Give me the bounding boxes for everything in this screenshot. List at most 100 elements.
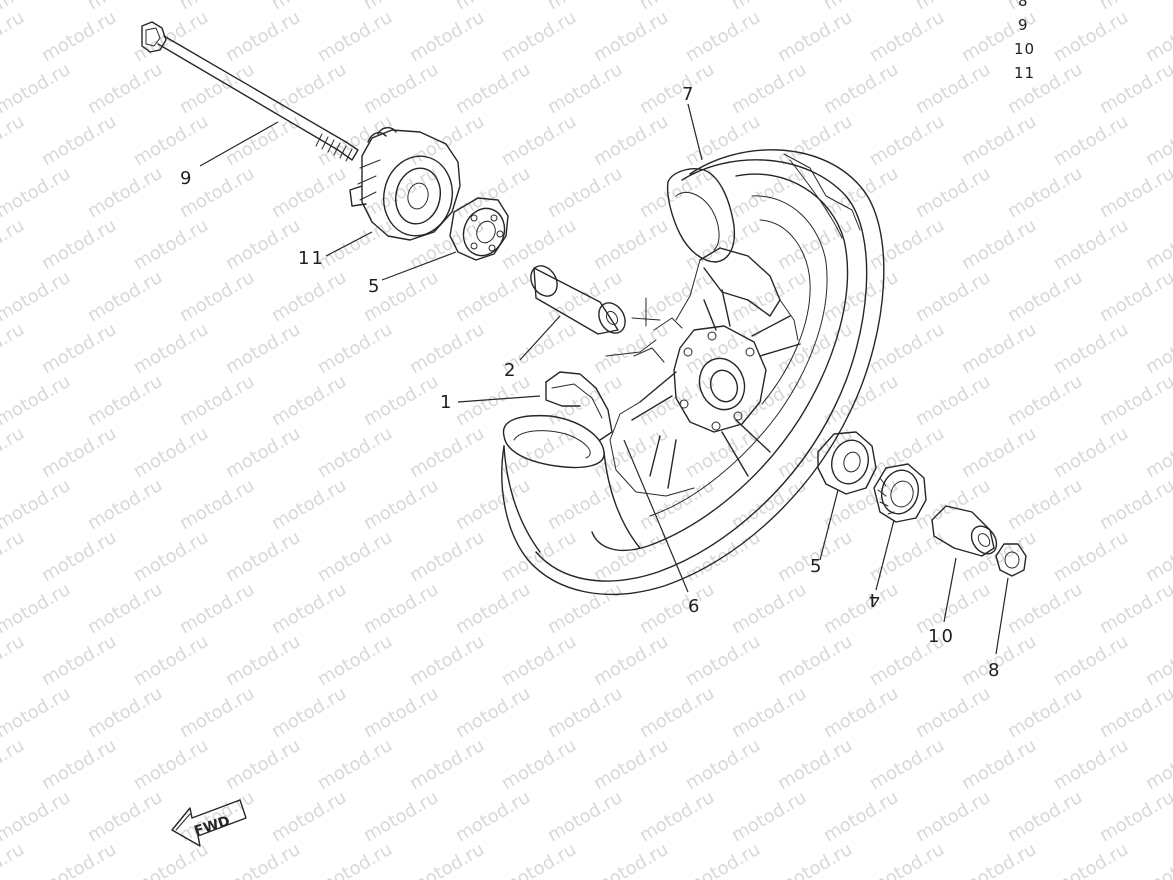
watermark-text: motod.ru: [130, 735, 212, 794]
wheel-rim: [501, 149, 885, 596]
watermark-text: motod.ru: [38, 423, 120, 482]
watermark-text: motod.ru: [314, 735, 396, 794]
part-label-2: 2: [504, 360, 517, 381]
watermark-text: motod.ru: [1050, 111, 1132, 170]
watermark-text: motod.ru: [0, 59, 74, 118]
part-label-10: 10: [928, 626, 955, 647]
watermark-text: motod.ru: [1004, 267, 1086, 326]
watermark-text: motod.ru: [1050, 423, 1132, 482]
watermark-text: motod.ru: [590, 631, 672, 690]
watermark-text: motod.ru: [314, 631, 396, 690]
watermark-text: motod.ru: [0, 475, 74, 534]
watermark-text: motod.ru: [176, 475, 258, 534]
watermark-text: motod.ru: [0, 579, 74, 638]
watermark-text: motod.ru: [1142, 839, 1173, 880]
watermark-text: motod.ru: [820, 267, 902, 326]
part-label-8: 8: [988, 660, 1001, 681]
watermark-text: motod.ru: [38, 111, 120, 170]
watermark-text: motod.ru: [222, 735, 304, 794]
watermark-text: motod.ru: [912, 371, 994, 430]
watermark-text: motod.ru: [590, 839, 672, 880]
watermark-text: motod.ru: [0, 371, 74, 430]
watermark-text: motod.ru: [130, 631, 212, 690]
watermark-text: motod.ru: [636, 163, 718, 222]
watermark-text: motod.ru: [498, 423, 580, 482]
watermark-text: motod.ru: [544, 475, 626, 534]
watermark-text: motod.ru: [84, 163, 166, 222]
watermark-text: motod.ru: [682, 735, 764, 794]
watermark-text: motod.ru: [958, 111, 1040, 170]
part-label-5-upper: 5: [368, 276, 381, 297]
watermark-text: motod.ru: [314, 215, 396, 274]
watermark-text: motod.ru: [958, 215, 1040, 274]
watermark-text: motod.ru: [682, 215, 764, 274]
watermark-text: motod.ru: [176, 0, 258, 14]
watermark-text: motod.ru: [1004, 163, 1086, 222]
watermark-text: motod.ru: [498, 111, 580, 170]
watermark-text: motod.ru: [360, 683, 442, 742]
watermark-text: motod.ru: [498, 839, 580, 880]
legend: 8 9 10 11: [1014, 0, 1035, 82]
watermark-text: motod.ru: [590, 215, 672, 274]
part-label-1: 1: [440, 392, 453, 413]
watermark-text: motod.ru: [866, 735, 948, 794]
legend-entry-11: 11: [1014, 64, 1035, 82]
watermark-text: motod.ru: [452, 475, 534, 534]
watermark-text: motod.ru: [682, 839, 764, 880]
watermark-text: motod.ru: [0, 423, 28, 482]
watermark-text: motod.ru: [728, 59, 810, 118]
watermark-text: motod.ru: [1096, 163, 1173, 222]
watermark-text: motod.ru: [452, 163, 534, 222]
watermark-text: motod.ru: [0, 267, 74, 326]
watermark-text: motod.ru: [1142, 7, 1173, 66]
watermark-text: motod.ru: [590, 735, 672, 794]
watermark-text: motod.ru: [268, 475, 350, 534]
watermark-text: motod.ru: [682, 111, 764, 170]
watermark-text: motod.ru: [866, 7, 948, 66]
watermark-text: motod.ru: [314, 319, 396, 378]
watermark-text: motod.ru: [130, 215, 212, 274]
watermark-text: motod.ru: [1142, 215, 1173, 274]
watermark-text: motod.ru: [866, 111, 948, 170]
watermark-text: motod.ru: [0, 631, 28, 690]
watermark-text: motod.ru: [314, 423, 396, 482]
part-label-6: 6: [688, 596, 701, 617]
watermark-text: motod.ru: [1050, 527, 1132, 586]
watermark-text: motod.ru: [1142, 319, 1173, 378]
watermark-text: motod.ru: [268, 0, 350, 14]
watermark-text: motod.ru: [268, 579, 350, 638]
watermark-text: motod.ru: [406, 111, 488, 170]
watermark-text: motod.ru: [866, 839, 948, 880]
watermark-text: motod.ru: [360, 579, 442, 638]
watermark-text: motod.ru: [820, 371, 902, 430]
watermark-text: motod.ru: [222, 215, 304, 274]
watermark-text: motod.ru: [176, 579, 258, 638]
watermark-text: motod.ru: [406, 839, 488, 880]
watermark-text: motod.ru: [268, 683, 350, 742]
watermark-text: motod.ru: [728, 163, 810, 222]
watermark-text: motod.ru: [84, 0, 166, 14]
bearing-upper: [449, 197, 509, 261]
watermark-text: motod.ru: [1096, 371, 1173, 430]
watermark-text: motod.ru: [452, 371, 534, 430]
watermark-text: motod.ru: [38, 839, 120, 880]
watermark-text: motod.ru: [222, 319, 304, 378]
part-labels: 1 2 4 5 5 6 7 8 9 10 11: [180, 84, 1001, 681]
watermark-text: motod.ru: [1142, 423, 1173, 482]
watermark-text: motod.ru: [84, 475, 166, 534]
watermark-text: motod.ru: [1142, 735, 1173, 794]
watermark-text: motod.ru: [1004, 475, 1086, 534]
watermark-text: motod.ru: [222, 7, 304, 66]
watermark-text: motod.ru: [222, 111, 304, 170]
watermark-text: motod.ru: [406, 319, 488, 378]
legend-entry-10: 10: [1014, 40, 1035, 58]
watermark-text: motod.ru: [544, 0, 626, 14]
watermark-text: motod.ru: [820, 683, 902, 742]
watermark-text: motod.ru: [38, 631, 120, 690]
watermark-text: motod.ru: [38, 319, 120, 378]
watermark-text: motod.ru: [452, 267, 534, 326]
watermark-text: motod.ru: [0, 111, 28, 170]
watermark-text: motod.ru: [0, 787, 74, 846]
watermark-text: motod.ru: [360, 0, 442, 14]
watermark-text: motod.ru: [590, 423, 672, 482]
